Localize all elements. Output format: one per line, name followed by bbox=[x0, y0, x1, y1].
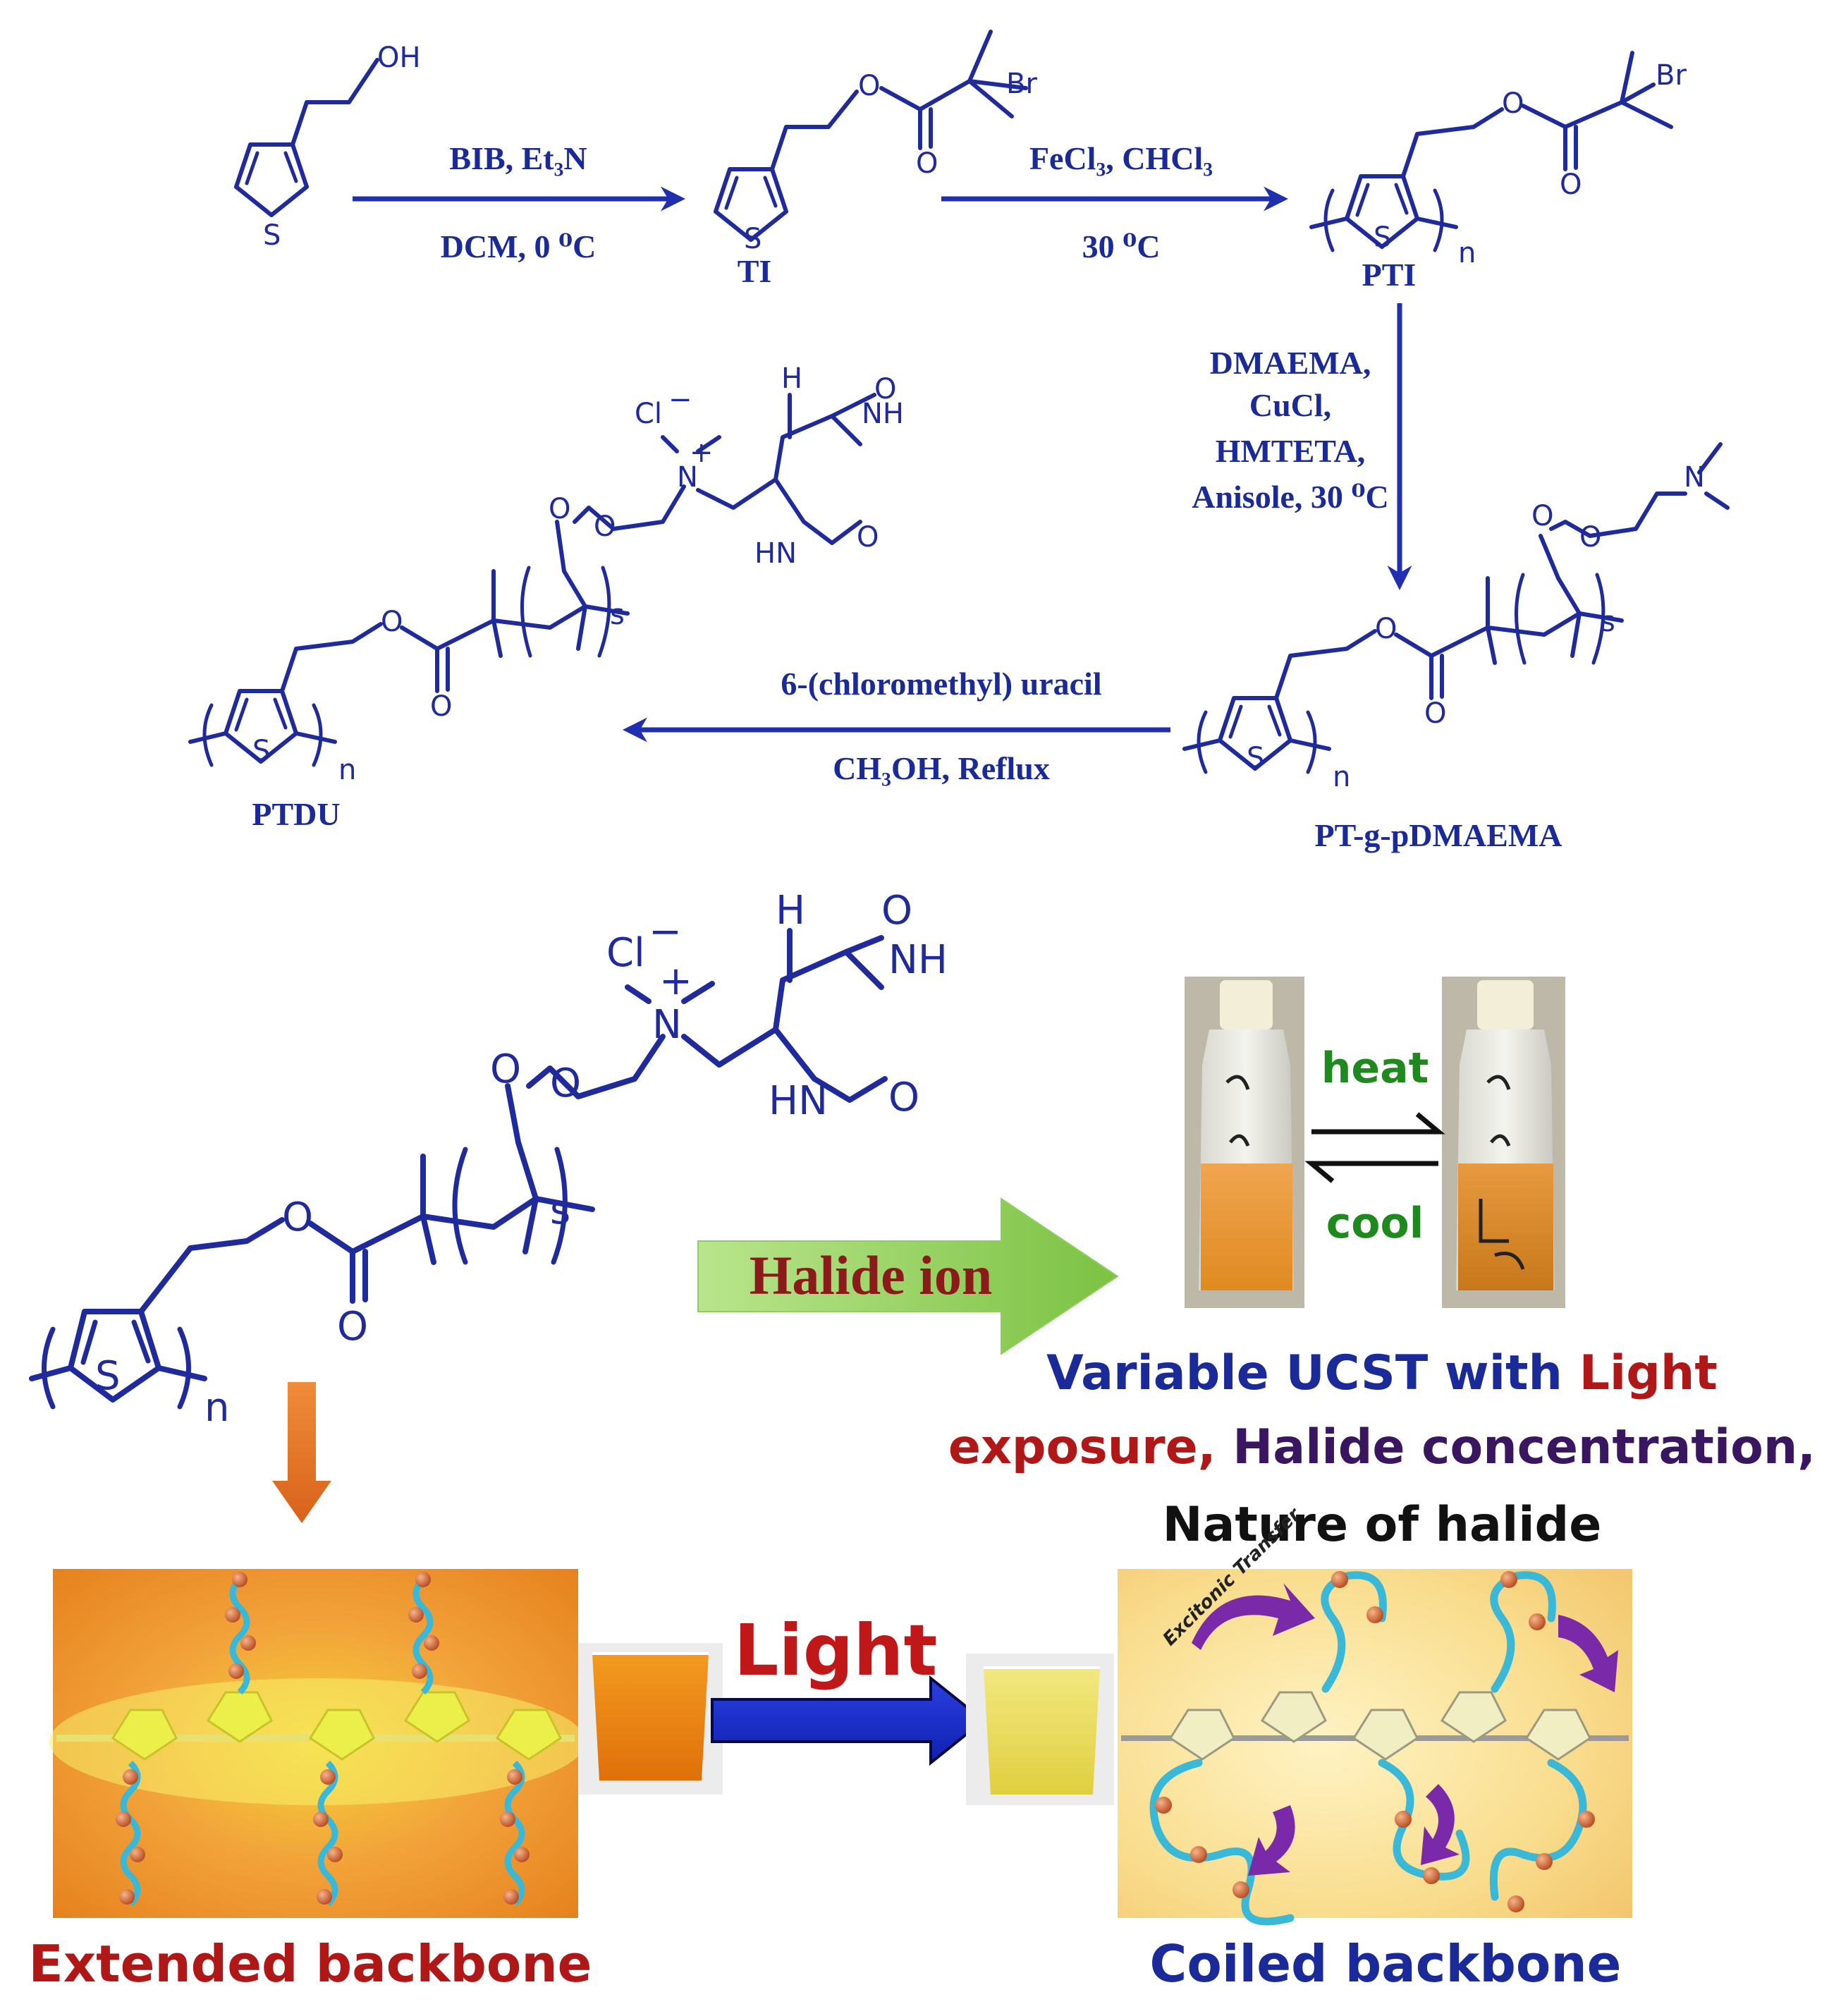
vial-photo-right bbox=[1442, 977, 1565, 1308]
ptdu-small-carbonyl-oxygen: O bbox=[430, 690, 452, 723]
ptdu-structure-large: S n O O s O O N + Cl − NH HN H O O bbox=[29, 888, 948, 1431]
ti-ester-oxygen: O bbox=[858, 70, 880, 102]
ptg-n-subscript: n bbox=[1333, 761, 1350, 793]
ptdu-small-h: H bbox=[781, 362, 802, 395]
large-hn: HN bbox=[769, 1078, 828, 1124]
pti-structure: S n O O Br bbox=[1309, 51, 1687, 269]
step3-line1: DMAEMA, bbox=[1210, 345, 1371, 381]
step3-line2: CuCl, bbox=[1249, 387, 1331, 423]
ptdu-small-nitrogen: N bbox=[677, 461, 698, 494]
pt-g-pdmaema-structure: S n O O s O O N bbox=[1182, 442, 1730, 793]
halide-ion-label: Halide ion bbox=[750, 1245, 993, 1306]
light-label: Light bbox=[734, 1609, 938, 1692]
large-nitrogen: N bbox=[652, 1002, 682, 1048]
large-side-ester: O bbox=[550, 1061, 581, 1106]
pti-carbonyl-oxygen: O bbox=[1560, 169, 1582, 201]
pti-n-subscript: n bbox=[1458, 237, 1476, 269]
large-sulfur-atom: S bbox=[95, 1353, 121, 1399]
large-carbonyl-oxygen: O bbox=[337, 1304, 368, 1350]
large-plus: + bbox=[659, 958, 692, 1004]
large-ester-oxygen: O bbox=[282, 1195, 313, 1240]
ucst-line-2: exposure, Halide concentration, bbox=[948, 1419, 1816, 1475]
ptdu-small-s-subscript: s bbox=[610, 599, 625, 631]
step3-line4: Anisole, 30 ⁰C bbox=[1192, 479, 1389, 515]
ucst-line-1b: Light bbox=[1579, 1345, 1718, 1401]
thiophene-ethanol-structure: S OH bbox=[234, 42, 421, 252]
ptdu-small-sulfur: S bbox=[252, 735, 270, 767]
ptdu-small-n-subscript: n bbox=[338, 754, 356, 786]
ptdu-small-side-ester: O bbox=[594, 511, 616, 543]
cool-label: cool bbox=[1326, 1199, 1424, 1248]
halide-ion-arrow: Halide ion bbox=[697, 1197, 1119, 1355]
orange-solution-beaker bbox=[578, 1643, 723, 1795]
equilibrium-arrows bbox=[1304, 1112, 1445, 1183]
ptdu-small-chloride: Cl bbox=[635, 398, 662, 430]
ptdu-small-side-carbonyl: O bbox=[549, 493, 570, 525]
pti-ester-oxygen: O bbox=[1502, 87, 1524, 120]
orange-down-arrow bbox=[272, 1382, 331, 1523]
ptdu-small-ester-oxygen: O bbox=[381, 606, 403, 638]
pti-bromine-atom: Br bbox=[1656, 59, 1687, 92]
ptg-sulfur-atom: S bbox=[1247, 742, 1264, 774]
step2-reagents: FeCl₃, CHCl₃ bbox=[1029, 140, 1213, 176]
ucst-line-1: Variable UCST with Light bbox=[1046, 1345, 1718, 1401]
large-chloride: Cl bbox=[606, 930, 645, 976]
ucst-line-1a: Variable UCST with bbox=[1046, 1345, 1579, 1401]
step2-conditions: 30 ⁰C bbox=[1082, 228, 1161, 264]
vial-photo-left bbox=[1185, 977, 1304, 1308]
compound-label-ti: TI bbox=[738, 253, 772, 289]
coiled-backbone-caption: Coiled backbone bbox=[1150, 1934, 1622, 1993]
large-side-carbonyl: O bbox=[490, 1046, 521, 1092]
compound-label-ptdu: PTDU bbox=[252, 796, 340, 832]
ucst-line-3: Nature of halide bbox=[1163, 1497, 1602, 1553]
step4-reagents: 6-(chloromethyl) uracil bbox=[781, 666, 1101, 702]
step4-conditions: CH₃OH, Reflux bbox=[833, 750, 1050, 786]
yellow-solution-beaker bbox=[966, 1654, 1114, 1805]
extended-backbone-caption: Extended backbone bbox=[29, 1934, 592, 1993]
ti-bromine-atom: Br bbox=[1006, 68, 1037, 100]
compound-label-pti: PTI bbox=[1362, 257, 1417, 293]
pti-sulfur-atom: S bbox=[1374, 221, 1391, 254]
heat-label: heat bbox=[1321, 1044, 1429, 1093]
ptdu-small-hn: HN bbox=[754, 537, 797, 570]
ptdu-small-plus: + bbox=[690, 436, 714, 469]
ptg-side-ester-oxygen: O bbox=[1579, 521, 1601, 554]
coiled-backbone-image: Excitonic Transfer bbox=[1118, 1503, 1632, 1926]
ti-carbonyl-oxygen: O bbox=[916, 147, 938, 180]
sulfur-atom: S bbox=[263, 219, 281, 252]
hydroxyl-label: OH bbox=[377, 42, 421, 74]
large-h: H bbox=[776, 888, 805, 934]
large-oxo-2: O bbox=[888, 1075, 919, 1120]
large-n-subscript: n bbox=[204, 1385, 230, 1431]
ucst-line-2a: exposure, bbox=[948, 1419, 1233, 1475]
large-nh: NH bbox=[888, 937, 948, 983]
ptg-carbonyl-oxygen: O bbox=[1424, 697, 1446, 730]
large-oxo-1: O bbox=[881, 888, 912, 934]
ptg-side-carbonyl-oxygen: O bbox=[1531, 500, 1553, 532]
ptdu-structure-small: S n O O s O O N + Cl − NH HN H O O bbox=[188, 362, 904, 786]
ti-structure: S O O Br bbox=[714, 30, 1037, 255]
extended-backbone-image bbox=[49, 1569, 585, 1918]
ucst-line-2b: Halide concentration, bbox=[1233, 1419, 1816, 1475]
large-s-subscript: s bbox=[550, 1187, 570, 1233]
ptg-s-subscript: s bbox=[1601, 606, 1615, 638]
ptdu-small-nh: NH bbox=[862, 398, 904, 430]
ptdu-small-minus: − bbox=[668, 384, 692, 416]
light-blue-arrow bbox=[711, 1675, 986, 1766]
ptdu-small-oxo-2: O bbox=[857, 521, 879, 554]
step1-conditions: DCM, 0 ⁰C bbox=[441, 228, 597, 264]
ti-sulfur-atom: S bbox=[744, 223, 762, 255]
ptg-ester-oxygen: O bbox=[1375, 613, 1397, 645]
ptg-amine-nitrogen: N bbox=[1684, 461, 1705, 494]
large-minus: − bbox=[649, 909, 682, 955]
step3-line3: HMTETA, bbox=[1216, 433, 1366, 469]
step1-reagents: BIB, Et₃N bbox=[449, 140, 587, 176]
ptdu-small-oxo-1: O bbox=[874, 373, 896, 405]
compound-label-ptg: PT-g-pDMAEMA bbox=[1315, 817, 1562, 853]
